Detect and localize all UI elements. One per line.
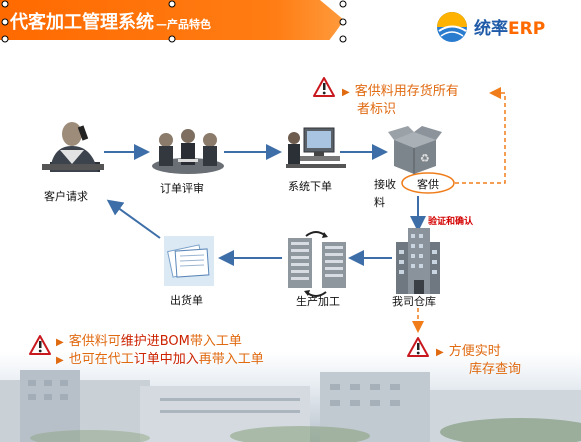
- selection-handles: [1, 0, 347, 43]
- note-bl2-b: 订单中加入: [133, 352, 199, 367]
- warehouse-building-icon: [396, 228, 440, 294]
- customer-supplied-oval: [401, 172, 455, 194]
- note-top: ▶ 客供料用存货所有 者标识: [342, 83, 459, 118]
- note-bottom-right-line2: 库存查询: [469, 362, 522, 377]
- delivery-documents-icon: [164, 236, 214, 286]
- note-bottom-right-line1: ▶ 方便实时: [436, 343, 521, 361]
- brand-logo-icon: [437, 12, 467, 42]
- verify-confirm-label: 验证和确认: [428, 217, 474, 227]
- node-label-production: 生产加工: [296, 295, 340, 308]
- note-top-line2: 者标识: [357, 102, 397, 117]
- warning-icon-bottom-left: [29, 335, 51, 355]
- brand-name: 统率ERP: [474, 14, 545, 39]
- node-label-customer-request: 客户请求: [44, 190, 88, 203]
- note-bl2-a: 也可在代工: [68, 352, 134, 367]
- note-br1: 方便实时: [448, 344, 501, 359]
- bullet-arrow-icon: ▶: [436, 347, 444, 358]
- node-label-our-warehouse: 我司仓库: [392, 295, 436, 308]
- dashed-connectors: [412, 87, 506, 333]
- connector-customer-supplied-to-note: [455, 87, 506, 184]
- flow-arrows: [104, 144, 426, 266]
- arrow-delivery-to-customer: [106, 199, 161, 239]
- note-bl1-b: 维护进: [120, 334, 160, 349]
- title-subtitle: —产品特色: [156, 18, 211, 31]
- note-bottom-left-line1: ▶ 客供料可维护进BOM带入工单: [56, 333, 264, 351]
- brand-name-erp: ERP: [508, 19, 546, 39]
- note-bottom-right: ▶ 方便实时 库存查询: [436, 343, 521, 378]
- background-buildings: [0, 352, 581, 442]
- note-bottom-left-line2: ▶ 也可在代工订单中加入再带入工单: [56, 351, 264, 369]
- node-label-receive-material-2: 料: [374, 196, 385, 209]
- bullet-arrow-icon: ▶: [342, 87, 350, 98]
- note-top-text-1: 客供料用存货所有: [354, 84, 459, 99]
- bullet-arrow-icon: ▶: [56, 355, 64, 366]
- node-label-order-review: 订单评审: [160, 182, 204, 195]
- computer-workstation-icon: [286, 127, 346, 168]
- warning-icon-top: [313, 77, 335, 97]
- meeting-people-icon: [152, 129, 224, 174]
- note-bl1-d: 带入工单: [189, 334, 242, 349]
- warning-icon-bottom-right: [407, 337, 429, 357]
- node-label-system-order: 系统下单: [288, 180, 332, 193]
- node-label-receive-material: 接收: [374, 178, 396, 191]
- note-bottom-left: ▶ 客供料可维护进BOM带入工单 ▶ 也可在代工订单中加入再带入工单: [56, 333, 264, 369]
- title-banner: [0, 0, 344, 40]
- svg-text:♻: ♻: [420, 152, 430, 165]
- page-title: 代客加工管理系统—产品特色: [10, 8, 211, 34]
- recycle-box-icon: ♻: [388, 126, 442, 174]
- note-bl2-c: 再带入工单: [198, 352, 264, 367]
- note-bl1-c: BOM: [159, 334, 190, 349]
- node-label-delivery-note: 出货单: [170, 294, 203, 307]
- note-top-line1: ▶ 客供料用存货所有: [342, 83, 459, 101]
- production-machines-icon: [288, 231, 346, 297]
- node-label-customer-supplied: 客供: [417, 178, 439, 191]
- title-main: 代客加工管理系统: [10, 12, 154, 33]
- note-bl1-a: 客供料可: [68, 334, 121, 349]
- customer-on-phone-icon: [42, 122, 104, 172]
- bullet-arrow-icon: ▶: [56, 337, 64, 348]
- brand-name-cn: 统率: [474, 19, 508, 39]
